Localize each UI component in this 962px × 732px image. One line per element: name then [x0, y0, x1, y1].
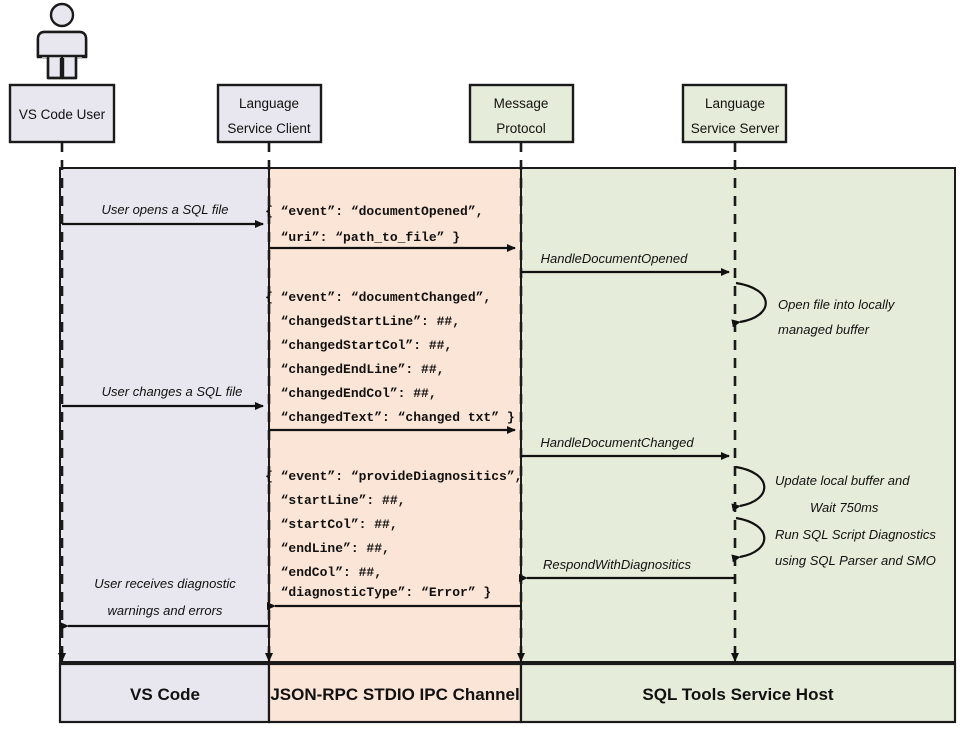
self-call-run-diagnostics-note: Run SQL Script Diagnostics using SQL Par… — [731, 516, 936, 568]
message-label-user-receives-line2: warnings and errors — [108, 603, 223, 618]
document-changed-payload: { “event”: “documentChanged”, “changedSt… — [265, 290, 515, 425]
message-label-user-receives-line1: User receives diagnostic — [94, 576, 236, 591]
self-call-label-line1: Update local buffer and — [775, 473, 910, 488]
footer-label-json-rpc: JSON-RPC STDIO IPC Channel — [270, 685, 519, 704]
json-line: “changedText”: “changed txt” } — [265, 410, 515, 425]
band-server — [520, 167, 956, 663]
vs-code-user-actor — [36, 2, 88, 80]
message-user-changes-sql-file: User changes a SQL file — [62, 384, 264, 410]
self-call-label-line1: Run SQL Script Diagnostics — [775, 527, 936, 542]
json-line: “changedEndLine”: ##, — [265, 362, 444, 377]
lifeline-termination-arrows — [58, 650, 739, 662]
json-line: “startLine”: ##, — [265, 493, 405, 508]
provide-diagnositics-payload: { “event”: “provideDiagnositics”, “start… — [265, 469, 522, 600]
participant-label-language-service-server-line1: Language — [705, 96, 765, 111]
json-line: “diagnosticType”: “Error” } — [265, 585, 491, 600]
participant-headers: VS Code User Language Service Client Mes… — [8, 83, 788, 144]
participant-box-message-protocol[interactable] — [468, 83, 575, 144]
self-call-label-line2: managed buffer — [778, 322, 870, 337]
self-call-label-line2: Wait 750ms — [810, 500, 879, 515]
message-handle-document-changed: HandleDocumentChanged — [521, 435, 730, 460]
footer-box-json-rpc-stdio-ipc-channel[interactable] — [267, 662, 523, 724]
self-call-label-line2: using SQL Parser and SMO — [775, 553, 936, 568]
participant-box-language-service-client[interactable] — [216, 83, 323, 144]
participant-label-language-service-client-line2: Service Client — [227, 121, 311, 136]
footer-label-vs-code: VS Code — [130, 685, 200, 704]
participant-box-language-service-server[interactable] — [681, 83, 788, 144]
message-respond-with-diagnositics: RespondWithDiagnositics — [519, 557, 735, 582]
participant-label-language-service-client-line1: Language — [239, 96, 299, 111]
participant-label-language-service-server-line2: Service Server — [691, 121, 780, 136]
json-line: “startCol”: ##, — [265, 517, 398, 532]
self-call-open-file-note: Open file into locally managed buffer — [731, 281, 896, 337]
json-line: { “event”: “documentOpened”, — [265, 204, 483, 219]
footer-label-sql-tools-service-host: SQL Tools Service Host — [642, 685, 833, 704]
message-handle-document-opened: HandleDocumentOpened — [521, 251, 730, 276]
message-label-user-opens: User opens a SQL file — [102, 202, 229, 217]
footer-group: VS Code JSON-RPC STDIO IPC Channel SQL T… — [58, 662, 957, 724]
lifeline-bands — [59, 167, 956, 663]
participant-label-message-protocol-line1: Message — [494, 96, 549, 111]
message-user-receives-diagnostics: User receives diagnostic warnings and er… — [60, 576, 269, 630]
band-vs-code — [59, 167, 270, 663]
self-call-label-line1: Open file into locally — [778, 297, 896, 312]
json-line: “endLine”: ##, — [265, 541, 390, 556]
message-label-handle-document-opened: HandleDocumentOpened — [541, 251, 688, 266]
json-line: “changedEndCol”: ##, — [265, 386, 437, 401]
footer-box-vs-code[interactable] — [58, 662, 271, 724]
participant-label-vs-code-user: VS Code User — [19, 107, 106, 122]
message-label-respond-with-diagnositics: RespondWithDiagnositics — [543, 557, 692, 572]
message-label-handle-document-changed: HandleDocumentChanged — [540, 435, 694, 450]
participant-box-vs-code-user[interactable] — [8, 83, 116, 144]
json-line: “endCol”: ##, — [265, 565, 382, 580]
json-line: “changedStartLine”: ##, — [265, 314, 460, 329]
json-line: { “event”: “documentChanged”, — [265, 290, 491, 305]
message-user-opens-sql-file: User opens a SQL file — [62, 202, 264, 228]
json-line: “uri”: “path_to_file” } — [265, 230, 460, 245]
message-label-user-changes: User changes a SQL file — [102, 384, 243, 399]
participant-label-message-protocol-line2: Protocol — [496, 121, 546, 136]
json-line: “changedStartCol”: ##, — [265, 338, 452, 353]
footer-box-sql-tools-service-host[interactable] — [519, 662, 957, 724]
band-ipc — [268, 167, 522, 663]
self-call-update-buffer-note: Update local buffer and Wait 750ms — [731, 465, 910, 515]
document-opened-payload: { “event”: “documentOpened”, “uri”: “pat… — [265, 204, 483, 245]
json-line: { “event”: “provideDiagnositics”, — [265, 469, 522, 484]
